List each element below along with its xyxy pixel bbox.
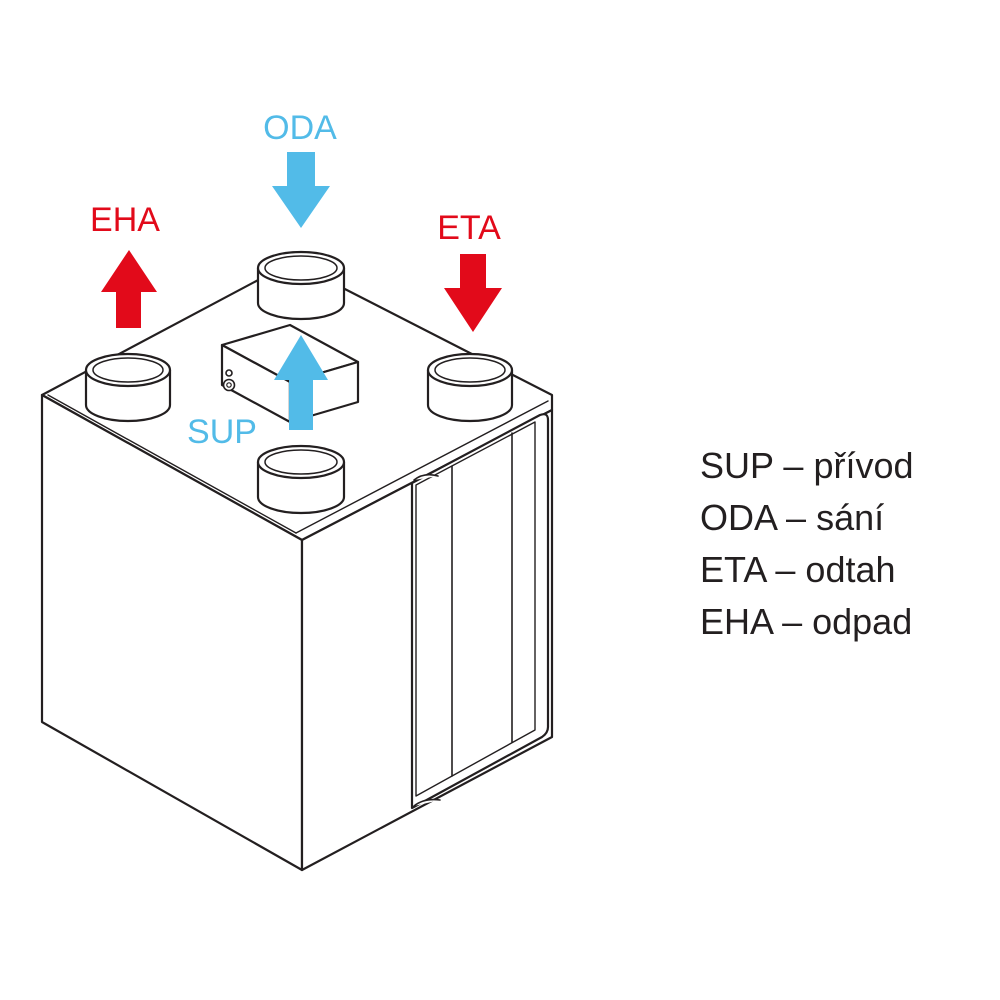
legend-item-oda: ODA – sání — [700, 492, 914, 544]
duct-collar-eta — [426, 352, 514, 423]
legend-code: SUP — [700, 445, 774, 486]
service-door — [410, 413, 550, 810]
legend-dash: – — [782, 601, 803, 642]
legend-meaning: odpad — [812, 601, 913, 642]
duct-collar-sup — [256, 444, 346, 515]
legend-dash: – — [775, 549, 796, 590]
control-box-knob-icon — [225, 369, 233, 377]
eta-label: ETA — [437, 209, 501, 247]
legend-item-sup: SUP – přívod — [700, 440, 914, 492]
legend-meaning: odtah — [805, 549, 896, 590]
legend: SUP – přívod ODA – sání ETA – odtah EHA … — [700, 440, 914, 648]
legend-dash: – — [783, 445, 804, 486]
sup-arrow-up-icon — [274, 335, 328, 430]
duct-collar-eha — [84, 352, 172, 423]
oda-arrow-down-icon — [272, 152, 330, 228]
legend-code: ETA — [700, 549, 766, 590]
legend-item-eta: ETA – odtah — [700, 544, 914, 596]
legend-code: EHA — [700, 601, 773, 642]
legend-item-eha: EHA – odpad — [700, 596, 914, 648]
legend-dash: – — [786, 497, 807, 538]
duct-collar-oda — [256, 250, 346, 321]
eha-label: EHA — [90, 201, 160, 239]
legend-code: ODA — [700, 497, 777, 538]
legend-meaning: přívod — [813, 445, 914, 486]
legend-meaning: sání — [816, 497, 885, 538]
oda-label: ODA — [263, 109, 337, 147]
sup-label: SUP — [187, 413, 257, 451]
eha-arrow-up-icon — [101, 250, 157, 328]
eta-arrow-down-icon — [444, 254, 502, 332]
